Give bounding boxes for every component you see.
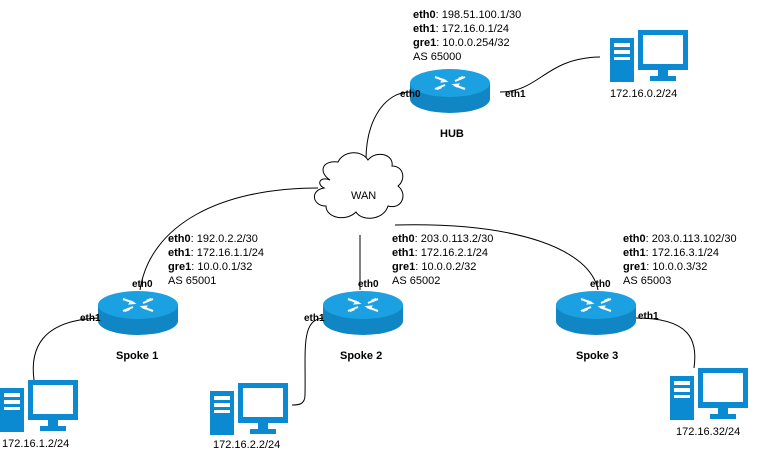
spoke1-pc-icon [0,380,78,432]
hub-eth1-key: eth1 [413,23,436,35]
hub-eth0-key: eth0 [413,9,436,21]
hub-pc-icon [610,30,688,82]
spoke3-info: eth0: 203.0.113.102/30 eth1: 172.16.3.1/… [623,233,737,287]
link-spoke2-pc [291,317,326,406]
spoke1-router-icon [97,290,179,336]
link-spoke1-pc [32,317,101,381]
spoke2-eth1-port: eth1 [304,313,325,324]
hub-eth1-port: eth1 [505,89,526,100]
link-hub-pc [499,56,601,93]
spoke1-name: Spoke 1 [116,350,159,362]
wan-label: WAN [351,190,377,202]
link-spoke3-pc [635,317,696,369]
hub-eth1-value: : 172.16.0.1/24 [435,23,510,35]
hub-name: HUB [440,128,464,140]
spoke1-eth0-port: eth0 [132,279,153,290]
hub-eth0-port: eth0 [400,89,421,100]
spoke3-pc-icon [670,368,748,420]
hub-as-value: AS 65000 [413,51,462,63]
hub-eth0-value: : 198.51.100.1/30 [435,9,522,21]
spoke2-info: eth0: 203.0.113.2/30 eth1: 172.16.2.1/24… [392,233,494,287]
hub-info: eth0: 198.51.100.1/30 eth1: 172.16.0.1/2… [413,8,521,64]
spoke3-name: Spoke 3 [576,350,619,362]
hub-router-icon [409,68,491,114]
spoke2-name: Spoke 2 [340,350,383,362]
spoke2-pc-icon [210,383,288,435]
wan-cloud [314,152,404,219]
hub-gre1-value: : 10.0.0.254/32 [436,37,510,49]
spoke3-router-icon [555,290,637,336]
link-wan-spoke3 [394,224,599,291]
spoke3-eth0-port: eth0 [590,279,611,290]
spoke2-router-icon [322,290,404,336]
spoke1-pc-ip: 172.16.1.2/24 [2,438,70,450]
spoke2-pc-ip: 172.16.2.2/24 [213,439,281,451]
link-wan-spoke1 [139,187,319,291]
link-hub-wan [365,91,411,161]
hub-gre1-key: gre1 [413,37,437,49]
spoke1-info: eth0: 192.0.2.2/30 eth1: 172.16.1.1/24 g… [168,233,265,287]
hub-pc-ip: 172.16.0.2/24 [610,88,678,100]
spoke3-pc-ip: 172.16.32/24 [676,426,741,438]
spoke1-eth1-port: eth1 [80,313,101,324]
spoke2-eth0-port: eth0 [358,279,379,290]
links [32,56,696,406]
spoke3-eth1-port: eth1 [638,311,659,322]
